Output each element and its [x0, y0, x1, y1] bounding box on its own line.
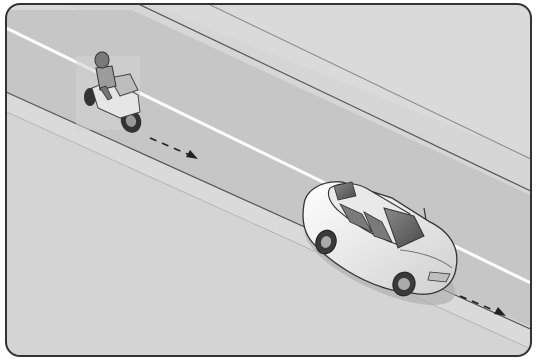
motorcycle: [76, 51, 142, 133]
rider: [94, 51, 117, 101]
sedan-car: [302, 181, 458, 305]
upper-curb-line-2: [199, 4, 531, 163]
upper-curb-line: [129, 4, 531, 195]
frame-border: [5, 3, 532, 357]
car-motion-arrow: [459, 295, 506, 316]
motorcycle-motion-arrow: [149, 137, 198, 159]
